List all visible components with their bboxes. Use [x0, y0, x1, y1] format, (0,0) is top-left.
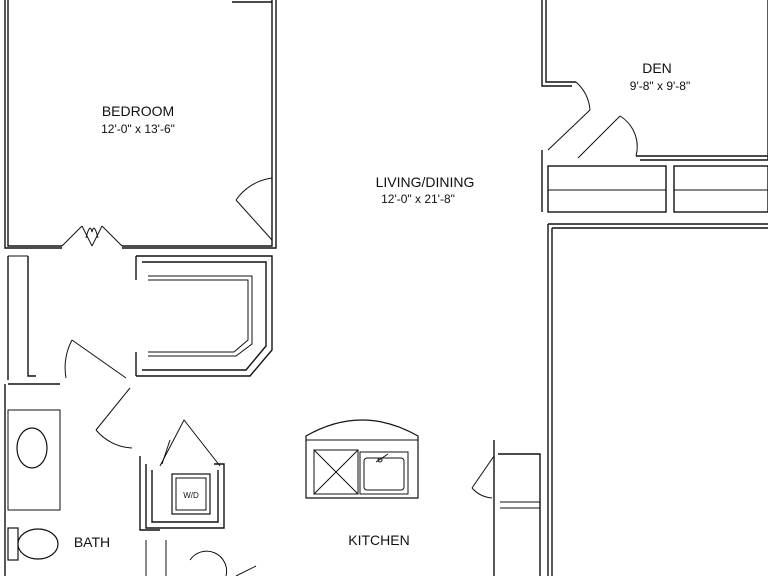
bath-label: BATH	[74, 534, 110, 550]
bedroom-walls	[4, 0, 277, 249]
bath-walls	[4, 383, 160, 576]
toilet-fixture	[7, 527, 59, 561]
sink-fixture	[16, 427, 48, 469]
bedroom-label: BEDROOM	[102, 103, 174, 119]
kitchen-label: KITCHEN	[348, 532, 409, 548]
kitchen-island	[305, 419, 419, 499]
hall-closet	[7, 255, 273, 380]
living-dining-dimensions: 12'-0" x 21'-8"	[381, 192, 455, 206]
den-closets	[547, 165, 768, 213]
bedroom-dimensions: 12'-0" x 13'-6"	[101, 122, 175, 136]
closet-double-door	[61, 225, 123, 247]
bedroom-door	[235, 177, 273, 241]
den-label: DEN	[642, 60, 672, 76]
den-walls	[541, 0, 768, 161]
hall-doors	[64, 339, 133, 449]
living-right-wall	[471, 150, 768, 576]
den-dimensions: 9'-8" x 9'-8"	[630, 79, 690, 93]
laundry-closet	[145, 419, 257, 576]
living-dining-label: LIVING/DINING	[376, 174, 475, 190]
washer-dryer-label: W/D	[183, 491, 199, 500]
